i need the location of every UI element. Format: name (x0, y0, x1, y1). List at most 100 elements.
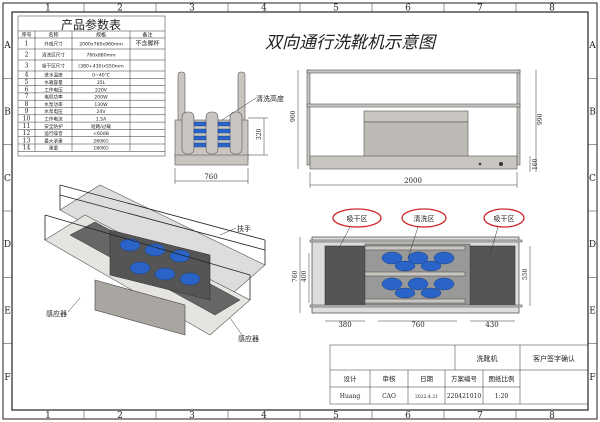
table-cell-no: 5 (25, 79, 29, 86)
row-label: D (4, 240, 11, 250)
title-block-header: 审核 (383, 374, 397, 383)
column-label: 5 (333, 4, 339, 14)
title-block-header: 设计 (344, 374, 358, 383)
row-label: E (589, 306, 596, 316)
title-block-header: 方案编号 (451, 374, 478, 383)
table-cell-no: 13 (23, 137, 31, 144)
table-cell-name: 清洗区尺寸 (42, 52, 65, 59)
table-cell-spec: 760x880mm (86, 53, 116, 59)
title-block: 洗靴机 客户签字确认 设计Huang审核CAO日期2022.4.21方案编号22… (329, 344, 589, 405)
table-cell-spec: 1.5A (96, 116, 107, 122)
dim-front-height-left: 900 (290, 110, 297, 122)
column-label: 7 (477, 411, 483, 421)
column-label: 4 (261, 411, 267, 421)
table-header: 序号 (21, 32, 31, 39)
column-label: 1 (45, 411, 51, 421)
dim-front-base: 160 (532, 158, 539, 170)
table-header: 备注 (142, 32, 152, 39)
table-cell-name: 外观尺寸 (44, 41, 63, 48)
row-label: E (4, 306, 11, 316)
table-header: 规格 (96, 32, 106, 39)
table-cell-spec: 24V (97, 109, 107, 115)
table-cell-name: 安全防护 (44, 123, 63, 130)
row-label: A (588, 41, 596, 51)
parameter-table: 产品参数表 序号 名称 规格 备注 1 外观尺寸 2000x760x960mm 不含脚杯 2 清洗… (17, 15, 166, 157)
product-name: 洗靴机 (477, 354, 498, 363)
label-handrail: 扶手 (237, 224, 251, 233)
column-label: 3 (189, 411, 195, 421)
highlight-ellipse (401, 208, 447, 228)
highlight-ellipse (332, 208, 382, 228)
table-cell-spec: 2000x760x960mm (79, 42, 123, 48)
table-cell-no: 9 (25, 108, 29, 115)
table-cell-name: 最大承重 (44, 137, 63, 144)
table-cell-spec: (380+430)x550mm (78, 64, 124, 70)
table-cell-spec: 短路/过载 (91, 123, 111, 130)
customer-sign-label: 客户签字确认 (533, 354, 575, 363)
table-cell-note: 不含脚杯 (135, 40, 159, 48)
table-cell-no: 11 (23, 123, 31, 130)
table-cell-no: 7 (25, 94, 29, 101)
table-cell-spec: 220V (95, 87, 108, 93)
table-cell-no: 4 (25, 72, 29, 79)
table-cell-name: 吸干区尺寸 (42, 63, 65, 70)
table-cell-spec: 200W (94, 95, 108, 101)
title-block-header: 日期 (420, 375, 434, 383)
column-label: 8 (549, 411, 555, 421)
row-label: D (589, 240, 596, 250)
table-cell-spec: 130W (94, 102, 108, 108)
dim-top-center: 760 (411, 321, 424, 329)
dim-front-length: 2000 (404, 177, 422, 185)
table-cell-no: 10 (23, 115, 31, 122)
column-label: 8 (549, 4, 555, 14)
dim-wash-height: 320 (256, 128, 263, 140)
column-label: 7 (477, 4, 483, 14)
isometric-view: 扶手 感应器 感应器 (44, 184, 266, 343)
label-sensor-left: 感应器 (46, 309, 67, 318)
table-cell-no: 14 (23, 145, 31, 152)
row-label: B (4, 107, 11, 117)
table-cell-no: 3 (25, 63, 29, 70)
table-cell-spec: 180KG (93, 146, 109, 152)
dim-side-width: 760 (204, 173, 217, 181)
table-cell-no: 2 (25, 52, 29, 59)
label-wash-height: 清洗高度 (256, 94, 284, 103)
column-label: 3 (189, 4, 195, 14)
table-cell-name: 进水温度 (44, 72, 63, 79)
dim-top-width: 760 (292, 270, 299, 282)
table-cell-name: 水箱容量 (44, 79, 63, 86)
table-cell-name: 重量 (49, 145, 59, 152)
table-cell-name: 工作电流 (44, 115, 63, 122)
table-cell-name: 电机功率 (44, 94, 63, 101)
table-cell-no: 6 (25, 86, 29, 93)
table-cell-name: 运行噪音 (44, 130, 63, 137)
label-sensor-right: 感应器 (238, 334, 259, 343)
title-block-value: 2022.4.21 (415, 394, 438, 400)
table-cell-name: 水泵电压 (44, 108, 63, 115)
column-label: 6 (405, 4, 411, 14)
table-header: 名称 (48, 32, 58, 39)
title-block-header: 图纸比例 (489, 374, 515, 383)
table-cell-no: 12 (23, 130, 31, 137)
table-cell-name: 工作电压 (44, 86, 63, 93)
table-cell-spec: 35L (97, 80, 106, 86)
side-view: 清洗高度 320 760 (174, 71, 284, 184)
table-cell-spec: 0~40℃ (92, 73, 110, 79)
row-label: C (589, 174, 596, 184)
parameter-table-title: 产品参数表 (61, 17, 121, 32)
dim-top-dry: 550 (522, 268, 529, 280)
column-label: 1 (45, 4, 51, 14)
drawing-title: 双向通行洗靴机示意图 (265, 33, 437, 53)
row-label: C (4, 174, 11, 184)
column-label: 2 (117, 4, 123, 14)
table-cell-no: 1 (25, 41, 29, 48)
column-label: 5 (333, 411, 339, 421)
table-cell-spec: 260KG (93, 138, 109, 144)
title-block-value: CAO (382, 393, 396, 400)
dim-top-inner: 400 (301, 270, 308, 282)
row-label: F (4, 373, 10, 383)
title-block-value: 1:20 (495, 393, 509, 400)
dim-top-left: 380 (338, 321, 351, 329)
